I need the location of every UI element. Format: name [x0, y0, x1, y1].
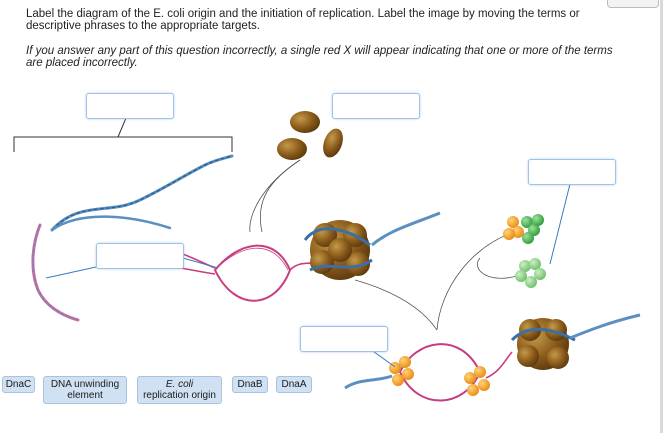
- dna-center-right: [371, 211, 441, 247]
- label-target-1[interactable]: [86, 93, 174, 119]
- dnac-orange-left: [389, 356, 414, 386]
- helicase-cluster-center: [303, 220, 373, 280]
- dna-bottom-right: [569, 313, 641, 340]
- term-dnac[interactable]: DnaC: [2, 376, 35, 393]
- target-leader-lines: [45, 183, 571, 368]
- label-target-2[interactable]: [332, 93, 420, 119]
- term-dnab[interactable]: DnaB: [232, 376, 268, 393]
- instructions-warning: If you answer any part of this question …: [26, 45, 613, 69]
- label-target-3[interactable]: [96, 243, 184, 269]
- helicase-cluster-right: [510, 318, 576, 370]
- dna-bottom-left: [344, 374, 393, 390]
- dna-left-strand: [31, 215, 172, 322]
- term-dna-unwinding-element[interactable]: DNA unwinding element: [43, 376, 127, 404]
- dnac-orange-right: [464, 366, 490, 396]
- replication-bubble: [213, 244, 292, 302]
- term-ecoli-replication-origin[interactable]: E. coli replication origin: [137, 376, 222, 404]
- origin-bracket: [13, 117, 233, 152]
- arrow-lines: [249, 159, 521, 331]
- label-target-5[interactable]: [300, 326, 388, 352]
- term-dnaa[interactable]: DnaA: [276, 376, 312, 393]
- label-target-4[interactable]: [528, 159, 616, 185]
- dnab-hexamer: [515, 258, 546, 288]
- scrollbar[interactable]: [660, 0, 663, 433]
- dnab-dnac-complex: [503, 214, 544, 244]
- header-button[interactable]: [607, 0, 659, 8]
- instructions-text: Label the diagram of the E. coli origin …: [26, 8, 580, 32]
- dna-upper-strand: [50, 154, 234, 232]
- dnaa-proteins: [277, 111, 343, 160]
